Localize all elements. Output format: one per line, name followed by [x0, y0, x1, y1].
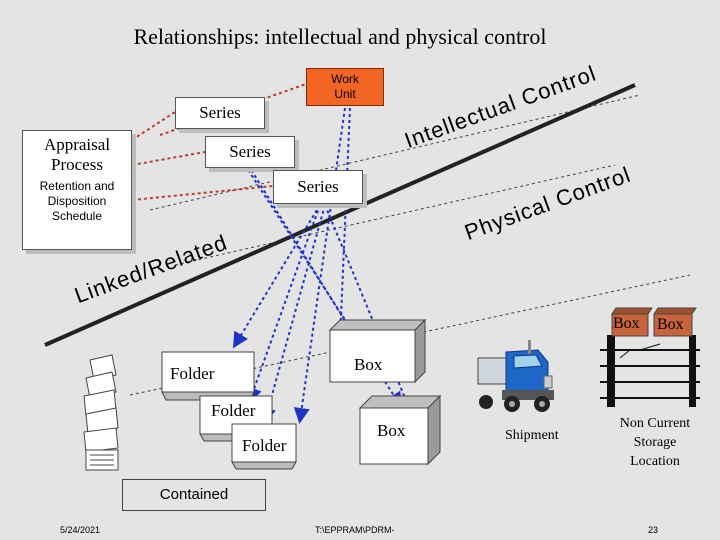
- slide-title: Relationships: intellectual and physical…: [133, 24, 547, 49]
- footer-page-number: 23: [648, 525, 659, 535]
- storage-box-label-2: Box: [657, 316, 684, 333]
- box-label-2: Box: [377, 421, 406, 440]
- paper-stack-image: [83, 354, 119, 471]
- series-box-2: Series: [205, 136, 295, 168]
- storage-box-shapes: [611, 307, 697, 337]
- box-shape-1: [328, 318, 427, 384]
- series-box-1: Series: [175, 97, 265, 129]
- folder-shape-1: [161, 351, 255, 401]
- divider-line: [44, 83, 636, 347]
- footer-date: 5/24/2021: [60, 525, 101, 535]
- retention-schedule-label: Retention and Disposition Schedule: [39, 179, 115, 223]
- folder-label-2: Folder: [211, 401, 256, 420]
- truck-image: [477, 340, 554, 412]
- folder-label-3: Folder: [242, 436, 287, 455]
- blue-arrow-7: [260, 204, 326, 424]
- footer-path: T:\EPPRAM\PDRM-: [315, 525, 395, 535]
- series-box-3: Series: [273, 170, 363, 204]
- appraisal-process-label: Appraisal Process: [43, 135, 111, 174]
- red-link-appraisal-series1: [131, 111, 176, 141]
- contained-label: Contained: [122, 479, 266, 511]
- folder-shape-3: [231, 423, 297, 470]
- box-label-1: Box: [354, 355, 383, 374]
- box-shape-2: [358, 394, 442, 466]
- blue-arrow-2: [293, 107, 346, 424]
- blue-arrow-1: [332, 107, 351, 344]
- folder-label-1: Folder: [170, 364, 215, 383]
- storage-box-label-1: Box: [613, 315, 640, 332]
- appraisal-process-box: Appraisal Process Retention and Disposit…: [22, 130, 132, 250]
- blue-arrow-8: [324, 204, 413, 414]
- storage-shelving-image: [600, 335, 700, 407]
- blue-arrow-6: [246, 204, 321, 404]
- work-unit-box: Work Unit: [306, 68, 384, 106]
- red-link-appraisal-series3: [131, 185, 274, 201]
- storage-location-label: Non Current Storage Location: [619, 416, 691, 469]
- shipment-label: Shipment: [505, 428, 559, 443]
- red-link-appraisal-series2: [131, 151, 206, 166]
